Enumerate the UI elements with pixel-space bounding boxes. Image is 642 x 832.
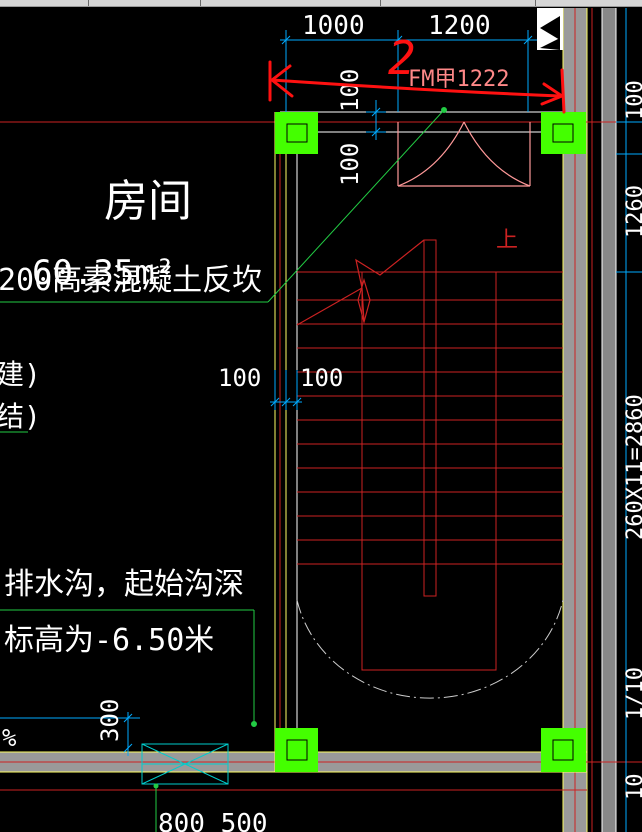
legend-text-2: 结)	[0, 400, 41, 433]
door-label: FM甲1222	[408, 67, 509, 92]
column-square-icon[interactable]	[541, 112, 586, 154]
hand-annotation	[268, 60, 566, 114]
dimension-chain-bottom-left	[0, 712, 140, 756]
column-square-icon[interactable]	[275, 728, 318, 772]
stair-flight	[297, 239, 563, 671]
triangle-marker-icon	[537, 8, 563, 50]
dimension-label-top-right: 1200	[428, 11, 491, 41]
dimension-label-300: 300	[96, 699, 124, 742]
dimension-label-door-gap-top: 100	[336, 69, 364, 112]
drain-note-line-1: 排水沟，起始沟深	[4, 567, 244, 602]
window-cross-icon[interactable]	[141, 743, 229, 785]
toolbar-divider	[380, 0, 381, 6]
dimension-label-wall-left: 100	[218, 364, 261, 392]
dimension-label-top-left: 1000	[302, 11, 365, 41]
stair-direction-label: 上	[496, 228, 518, 253]
leader-line-material	[0, 107, 447, 303]
leader-line-drain	[0, 431, 257, 727]
dimension-label-door-gap-bottom: 100	[336, 143, 364, 186]
wall-material-note: 200高素混凝土反坎	[0, 263, 262, 298]
dimension-chain-wall	[270, 370, 302, 410]
top-toolbar-strip	[0, 0, 642, 7]
dimension-chain-right	[616, 8, 642, 832]
room-name: 房间	[104, 176, 192, 227]
toolbar-divider	[535, 0, 536, 6]
column-square-icon[interactable]	[541, 728, 586, 772]
dimension-label-wall-right: 100	[300, 364, 343, 392]
room-area: 60.35m²	[32, 253, 175, 293]
toolbar-divider	[88, 0, 89, 6]
dimension-label-right-5: 10	[623, 774, 642, 801]
toolbar-divider	[200, 0, 201, 6]
dimension-label-right-2: 1260	[623, 185, 642, 238]
double-swing-door-icon[interactable]	[397, 121, 531, 187]
annotation-number: 2	[388, 31, 416, 85]
dimension-label-right-4: 1/10	[623, 667, 642, 720]
landing-arc	[296, 599, 564, 699]
dimension-label-bottom-row: 800 500	[158, 809, 268, 832]
drain-note-line-2: 标高为-6.50米	[4, 623, 214, 658]
stair-room-left-wall	[274, 112, 298, 772]
dimension-label-right-3: 260X11=2860	[623, 394, 642, 540]
legend-text-1: 建)	[0, 358, 41, 391]
stair-up-arrow-icon	[296, 239, 425, 326]
column-square-icon[interactable]	[275, 112, 318, 154]
window-leader-dot	[153, 783, 159, 789]
dimension-chain-door-gap	[366, 100, 386, 140]
slope-label: %	[2, 724, 17, 752]
dimension-label-right-1: 100	[623, 80, 642, 120]
